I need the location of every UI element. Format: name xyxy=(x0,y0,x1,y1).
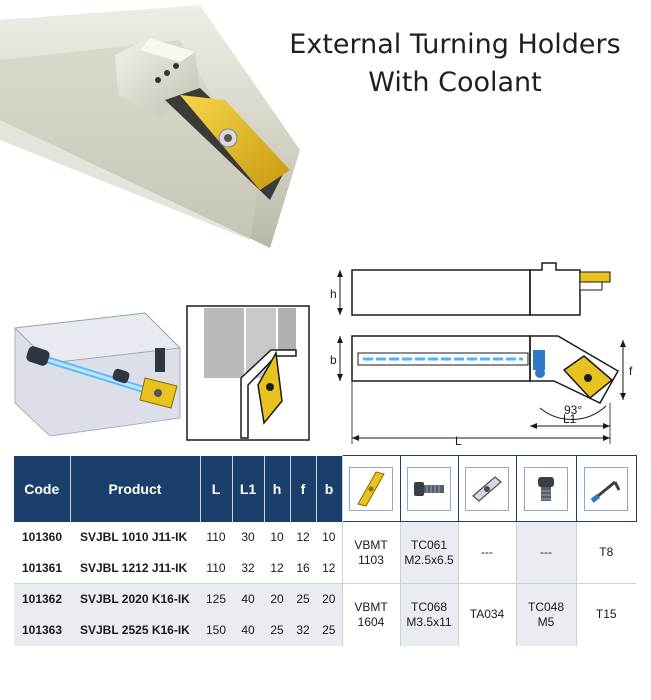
table-row: 101360 SVJBL 1010 J11-IK 110 30 10 12 10… xyxy=(14,521,636,584)
cell-l: 110 xyxy=(200,521,232,553)
col-header-l: L xyxy=(200,455,233,522)
title-line-1: External Turning Holders xyxy=(289,29,621,60)
cell-l1: 32 xyxy=(232,552,264,584)
shim-icon xyxy=(465,466,509,511)
table-row: 101361 SVJBL 1212 J11-IK 110 32 12 16 12 xyxy=(14,552,636,584)
cell-shim-screw: TC048 M5 xyxy=(515,583,576,646)
cell-insert: VBMT 1604 xyxy=(341,583,400,646)
spec-table: Code Product L L1 h f b xyxy=(14,455,637,646)
dim-label-angle: 93° xyxy=(564,403,582,417)
col-header-insert xyxy=(341,455,401,522)
table-row: 101363 SVJBL 2525 K16-IK 150 40 25 32 25 xyxy=(14,614,636,646)
shim-screw-icon xyxy=(524,466,568,511)
cell-l: 110 xyxy=(200,552,232,584)
col-header-product: Product xyxy=(70,455,201,522)
title-line-2: With Coolant xyxy=(368,67,542,98)
dim-label-f: f xyxy=(629,364,633,378)
cell-screw: TC068 M3.5x11 xyxy=(399,583,458,646)
cell-b: 10 xyxy=(316,521,342,553)
cell-code: 101362 xyxy=(14,583,70,615)
cell-h: 10 xyxy=(264,521,290,553)
cell-h: 20 xyxy=(264,583,290,615)
insert-line-2: 1604 xyxy=(357,614,385,629)
screw-line-2: M3.5x11 xyxy=(406,614,452,629)
coolant-cutaway-render xyxy=(13,312,182,437)
cell-code: 101363 xyxy=(14,614,70,646)
holder-photo xyxy=(0,5,300,248)
dim-label-b: b xyxy=(330,353,337,367)
cell-shim: TA034 xyxy=(457,583,516,646)
cell-insert: VBMT 1103 xyxy=(341,521,400,584)
cell-b: 12 xyxy=(316,552,342,584)
screw-icon xyxy=(407,466,451,511)
dim-label-h: h xyxy=(330,287,337,301)
cell-l1: 40 xyxy=(232,614,264,646)
dim-label-l1: L1 xyxy=(563,412,577,426)
col-header-code: Code xyxy=(14,455,71,522)
insert-icon xyxy=(349,466,393,511)
shim-screw-line-2: M5 xyxy=(537,614,555,629)
screw-line-2: M2.5x6.5 xyxy=(404,552,454,567)
torx-key-icon xyxy=(584,466,628,511)
col-header-f: f xyxy=(290,455,317,522)
table-header-row: Code Product L L1 h f b xyxy=(14,455,637,522)
cell-shim: --- xyxy=(457,521,516,584)
cell-code: 101360 xyxy=(14,521,70,553)
top-view xyxy=(337,335,626,444)
cell-f: 32 xyxy=(290,614,316,646)
technical-drawing: h b f 93° L1 L xyxy=(330,262,633,448)
cell-key: T8 xyxy=(575,521,636,584)
cell-l1: 30 xyxy=(232,521,264,553)
shim-screw-line-1: --- xyxy=(540,545,552,559)
cell-h: 12 xyxy=(264,552,290,584)
insert-line-1: VBMT xyxy=(354,599,388,614)
cell-screw: TC061 M2.5x6.5 xyxy=(399,521,458,584)
page-title: External Turning Holders With Coolant xyxy=(270,26,640,102)
cell-l: 125 xyxy=(200,583,232,615)
cell-l1: 40 xyxy=(232,583,264,615)
col-header-key xyxy=(575,455,637,522)
col-header-shim-screw xyxy=(515,455,577,522)
insert-line-2: 1103 xyxy=(358,552,384,567)
col-header-b: b xyxy=(316,455,343,522)
cell-shim-screw: --- xyxy=(515,521,576,584)
side-view xyxy=(337,262,611,316)
table-row: 101362 SVJBL 2020 K16-IK 125 40 20 25 20… xyxy=(14,583,636,646)
shim-screw-line-1: TC048 xyxy=(527,599,565,614)
cell-h: 25 xyxy=(264,614,290,646)
cell-b: 25 xyxy=(316,614,342,646)
cell-b: 20 xyxy=(316,583,342,615)
cell-code: 101361 xyxy=(14,552,70,584)
cell-f: 25 xyxy=(290,583,316,615)
cell-product: SVJBL 2020 K16-IK xyxy=(70,583,200,615)
cell-f: 16 xyxy=(290,552,316,584)
cell-product: SVJBL 2525 K16-IK xyxy=(70,614,200,646)
insert-line-1: VBMT xyxy=(354,537,388,552)
cell-f: 12 xyxy=(290,521,316,553)
cell-product: SVJBL 1010 J11-IK xyxy=(70,521,200,553)
col-header-l1: L1 xyxy=(232,455,265,522)
col-header-h: h xyxy=(264,455,291,522)
cell-l: 150 xyxy=(200,614,232,646)
cell-key: T15 xyxy=(575,583,636,646)
cell-product: SVJBL 1212 J11-IK xyxy=(70,552,200,584)
col-header-shim xyxy=(457,455,517,522)
dim-label-l: L xyxy=(455,434,462,448)
screw-line-1: TC061 xyxy=(410,537,448,552)
screw-line-1: TC068 xyxy=(410,599,448,614)
insert-seat-detail xyxy=(186,305,310,441)
col-header-screw xyxy=(399,455,459,522)
